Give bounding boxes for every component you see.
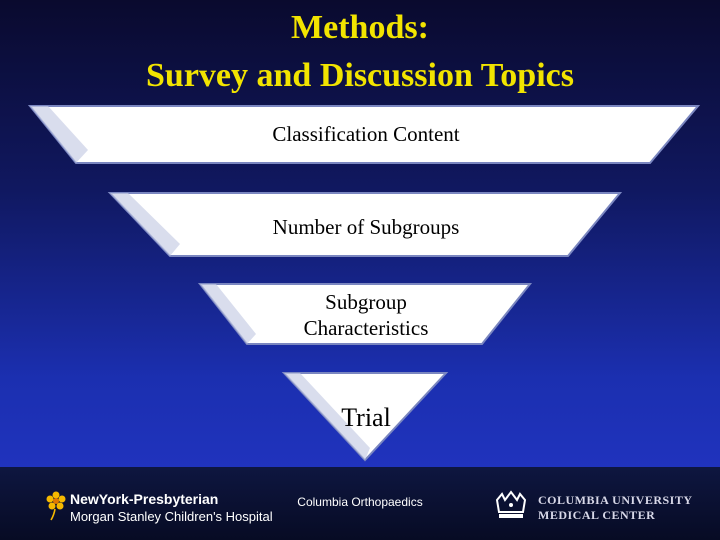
funnel-diagram [27, 105, 701, 462]
footer-center-text: Columbia Orthopaedics [297, 495, 423, 509]
level-3-label-line1: Subgroup [325, 290, 407, 314]
slide-title-line2: Survey and Discussion Topics [146, 57, 574, 94]
flower-logo-icon [46, 491, 66, 521]
level-4-label: Trial [341, 403, 391, 432]
footer-bar [0, 467, 720, 540]
cu-subtitle: MEDICAL CENTER [538, 508, 656, 522]
level-1-label: Classification Content [272, 122, 460, 146]
funnel-level-3 [197, 283, 533, 345]
funnel-level-4-edge [284, 373, 370, 460]
nyp-subtitle: Morgan Stanley Children's Hospital [70, 509, 273, 524]
funnel-level-1-edge [30, 106, 88, 163]
slide-title-line1: Methods: [291, 9, 429, 46]
level-3-label-line2: Characteristics [303, 316, 429, 340]
crown-logo-icon [495, 490, 527, 518]
cu-name: COLUMBIA UNIVERSITY [538, 493, 693, 507]
nyp-name: NewYork-Presbyterian [70, 491, 219, 507]
funnel-level-3-edge [200, 284, 256, 344]
level-2-label: Number of Subgroups [272, 215, 460, 239]
funnel-level-2-edge [110, 193, 180, 256]
